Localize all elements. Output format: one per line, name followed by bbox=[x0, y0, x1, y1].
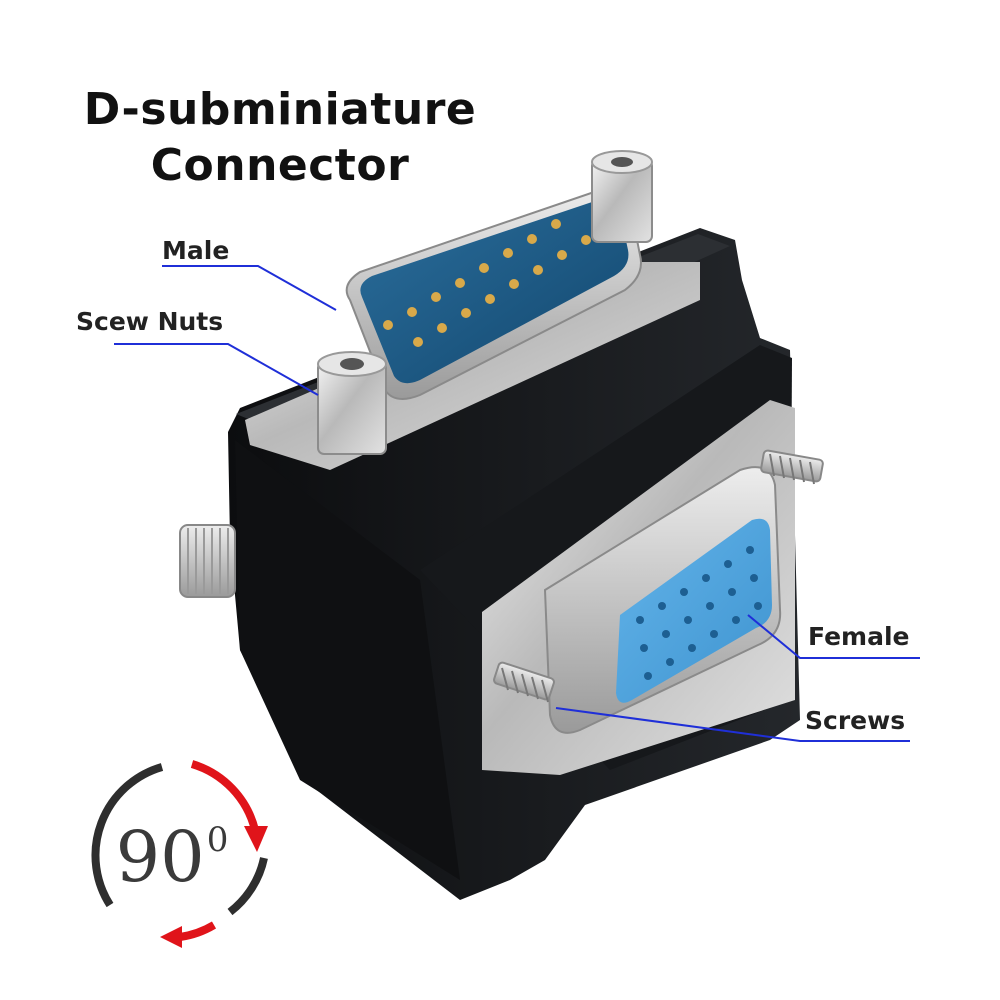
product-title: D-subminiature Connector bbox=[80, 82, 480, 194]
arrow-head-bottom bbox=[160, 926, 182, 948]
screw-lower bbox=[493, 661, 555, 703]
rotation-badge bbox=[91, 760, 268, 948]
arrow-head-right bbox=[244, 826, 268, 852]
callout-male: Male bbox=[162, 236, 230, 265]
callout-female: Female bbox=[808, 622, 910, 651]
angle-text: 900 bbox=[92, 800, 252, 897]
thumb-screw-back bbox=[179, 524, 236, 598]
male-leader-line bbox=[162, 265, 337, 311]
screws-leader-line bbox=[555, 707, 910, 742]
callout-screws: Screws bbox=[805, 706, 906, 735]
female-leader-line bbox=[747, 614, 920, 659]
rotation-arc-red-bottom bbox=[179, 921, 217, 941]
leader-lines bbox=[114, 265, 920, 742]
screw-upper bbox=[760, 449, 824, 485]
rotation-arc-dark-right bbox=[227, 857, 268, 916]
female-connector bbox=[543, 466, 782, 734]
callout-screw-nuts: Scew Nuts bbox=[76, 307, 224, 336]
screw-nut-left bbox=[317, 351, 387, 455]
angle-value: 90 bbox=[115, 816, 205, 898]
screw-nut-right bbox=[591, 150, 653, 243]
title-line-2: Connector bbox=[150, 140, 410, 191]
male-connector bbox=[345, 188, 642, 400]
rotation-arc-dark bbox=[91, 763, 164, 908]
nuts-leader-line bbox=[114, 343, 319, 396]
angle-degree-sign: 0 bbox=[206, 820, 229, 860]
title-line-1: D-subminiature bbox=[83, 84, 477, 135]
rotation-arc-red-top bbox=[190, 760, 259, 832]
